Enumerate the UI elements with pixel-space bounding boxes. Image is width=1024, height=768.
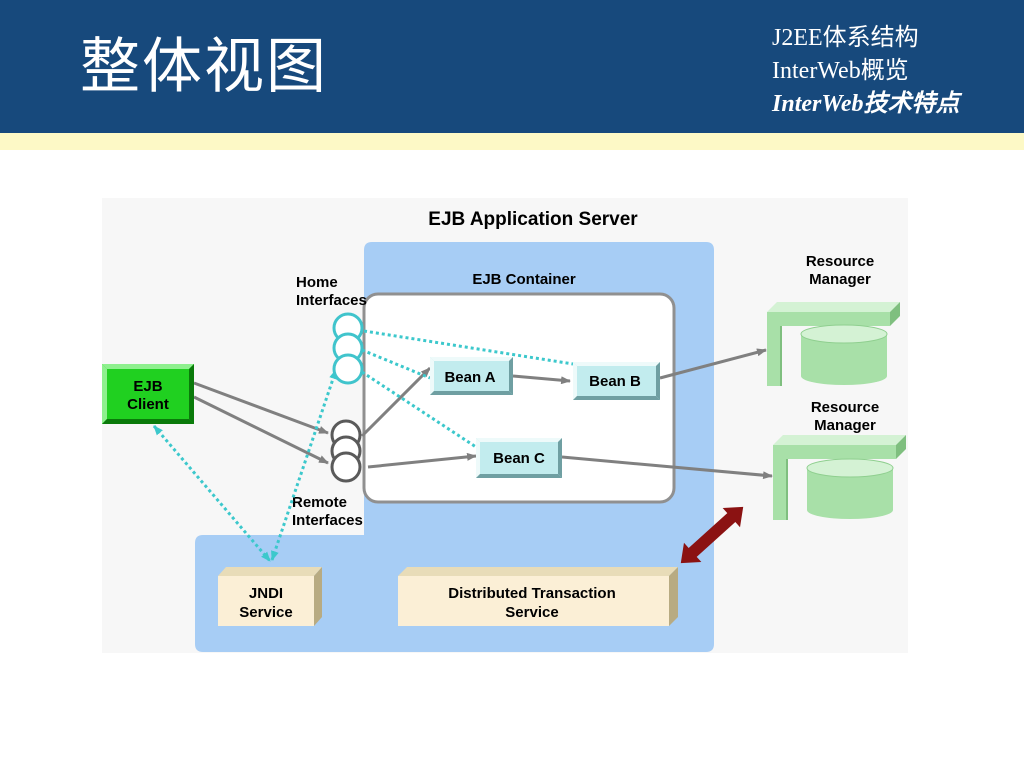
- header-stripe: [0, 133, 1024, 150]
- outline-item-interweb-features: InterWeb技术特点: [772, 91, 960, 117]
- client-label-2: Client: [127, 396, 169, 413]
- bean-b-label: Bean B: [589, 373, 641, 390]
- dotted-home-bean-c: [361, 370, 477, 449]
- resource-manager-2-label-2: Manager: [814, 417, 876, 434]
- jndi-label-1: JNDI: [249, 585, 283, 602]
- remote-interfaces-label-1: Remote: [292, 494, 347, 511]
- resource-manager-2: [773, 435, 906, 520]
- bean-a-box: Bean A: [430, 357, 513, 395]
- transaction-service-box: Distributed Transaction Service: [398, 567, 678, 626]
- jndi-service-box: JNDI Service: [218, 567, 322, 626]
- bean-c-label: Bean C: [493, 450, 545, 467]
- arrow-remote-bean-a: [360, 366, 432, 438]
- container-title: EJB Container: [472, 271, 576, 288]
- ejb-client-box: EJB Client: [102, 364, 194, 424]
- transaction-label-1: Distributed Transaction: [448, 585, 616, 602]
- transaction-label-2: Service: [505, 604, 558, 621]
- arrow-remote-bean-c: [367, 452, 477, 469]
- server-title: EJB Application Server: [428, 209, 638, 230]
- home-interface-stack: [332, 312, 364, 385]
- home-interfaces-label-1: Home: [296, 274, 338, 291]
- remote-interfaces-label-2: Interfaces: [292, 512, 363, 529]
- bean-a-label: Bean A: [444, 369, 495, 386]
- remote-interface-circle: [330, 451, 362, 483]
- slide-outline: J2EE体系结构 InterWeb概览 InterWeb技术特点: [772, 22, 960, 121]
- client-label-1: EJB: [133, 378, 162, 395]
- ejb-container: [362, 292, 676, 504]
- outline-item-j2ee: J2EE体系结构: [772, 25, 919, 51]
- resource-manager-1-label-2: Manager: [809, 271, 871, 288]
- outline-item-interweb-overview: InterWeb概览: [772, 58, 909, 84]
- bean-b-box: Bean B: [573, 362, 660, 400]
- resource-manager-2-label-1: Resource: [811, 399, 879, 416]
- dotted-home-bean-b: [363, 329, 574, 366]
- remote-interface-stack: [330, 419, 362, 483]
- resource-manager-1-label-1: Resource: [806, 253, 874, 270]
- arrow-bean-a-bean-b: [512, 374, 571, 385]
- slide-header: [0, 0, 1024, 133]
- bean-c-box: Bean C: [476, 438, 562, 478]
- home-interface-circle: [332, 353, 364, 385]
- jndi-label-2: Service: [239, 604, 292, 621]
- dotted-jndi-home: [270, 369, 338, 561]
- transaction-double-arrow: [680, 506, 744, 564]
- home-interfaces-label-2: Interfaces: [296, 292, 367, 309]
- arrow-bean-b-resource-1: [659, 348, 767, 380]
- arrow-bean-c-resource-2: [561, 455, 773, 480]
- dotted-home-bean-a: [361, 348, 431, 380]
- slide-title: 整体视图: [80, 32, 328, 102]
- resource-manager-1: [767, 302, 900, 386]
